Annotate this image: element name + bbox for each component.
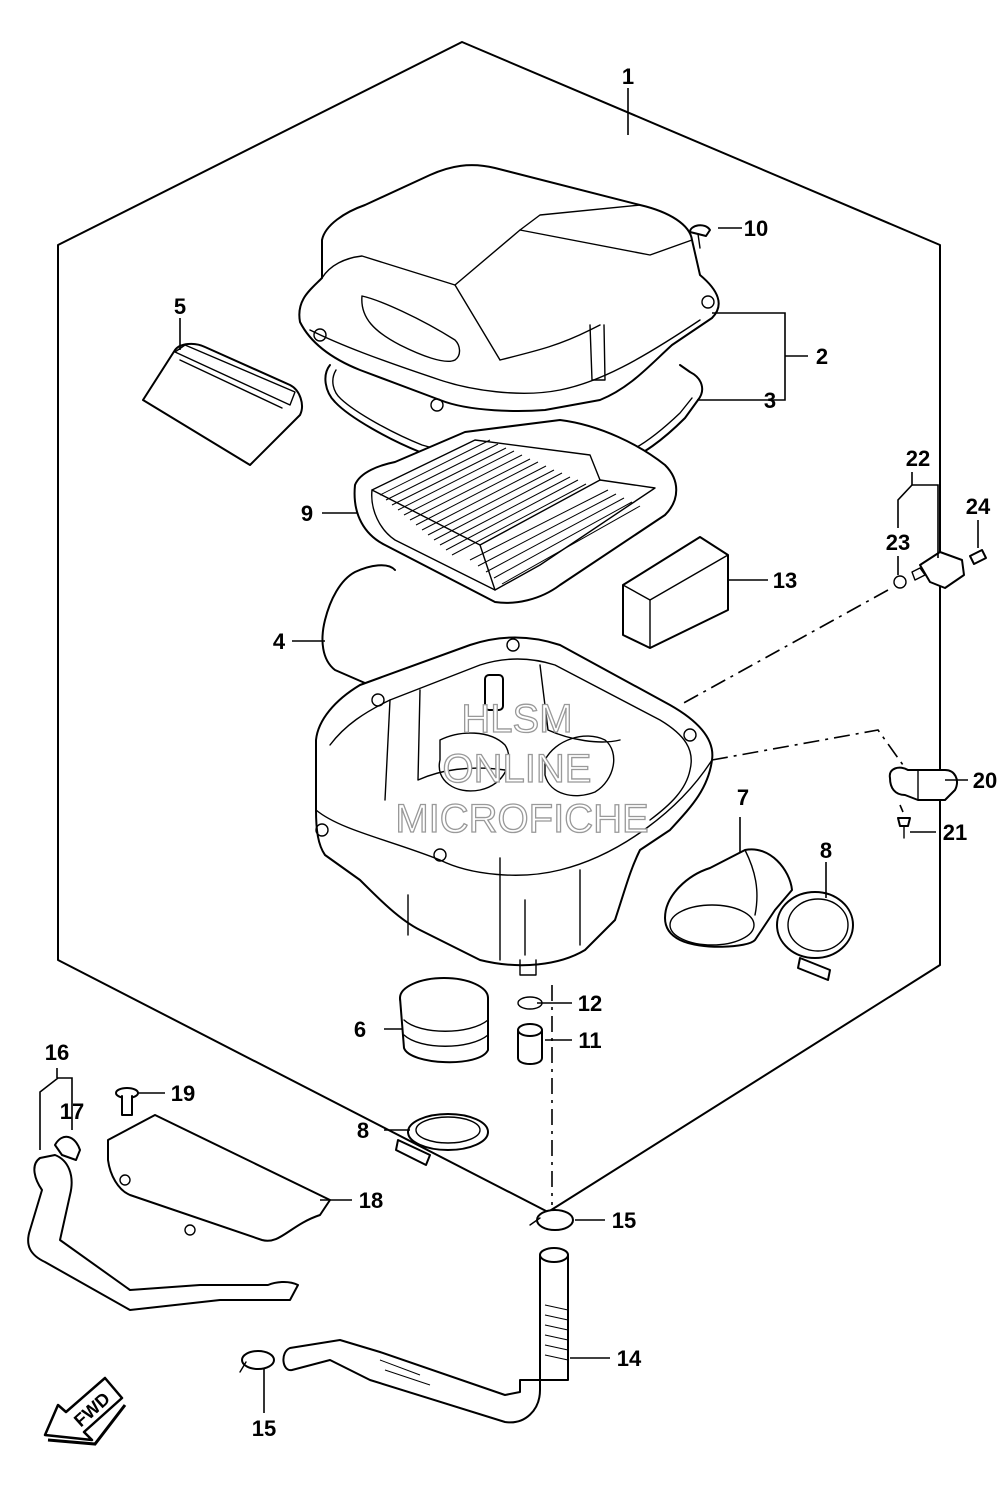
callout-8-lower[interactable]: 8 xyxy=(357,1118,369,1143)
callout-16[interactable]: 16 xyxy=(45,1040,69,1065)
drain-cap xyxy=(517,1023,543,1065)
hose-clip-upper xyxy=(529,1209,574,1231)
dash-line-screw xyxy=(899,804,904,813)
watermark-line3: MICROFICHE xyxy=(395,797,648,841)
air-filter-element xyxy=(353,419,678,604)
dash-line-pressure xyxy=(711,729,904,766)
callout-14[interactable]: 14 xyxy=(617,1346,642,1371)
callout-24[interactable]: 24 xyxy=(966,494,991,519)
cap-screw xyxy=(689,224,711,249)
drain-hose xyxy=(282,1247,569,1424)
fwd-arrow-icon xyxy=(43,1376,124,1442)
callout-17[interactable]: 17 xyxy=(60,1099,84,1124)
air-cleaner-cap xyxy=(298,164,720,412)
watermark: HLSM ONLINE MICROFICHE xyxy=(395,696,650,841)
callout-22[interactable]: 22 xyxy=(906,446,930,471)
sensor-mount-screw xyxy=(897,817,911,839)
air-cleaner-case xyxy=(315,636,714,976)
hose-clamp-upper xyxy=(776,891,854,981)
callout-18[interactable]: 18 xyxy=(359,1188,383,1213)
hose-clip-lower xyxy=(239,1350,275,1373)
watermark-line1: HLSM xyxy=(461,697,572,741)
callout-13[interactable]: 13 xyxy=(773,568,797,593)
sensor-o-ring xyxy=(893,575,907,589)
callout-9[interactable]: 9 xyxy=(301,501,313,526)
callout-15-upper[interactable]: 15 xyxy=(612,1208,636,1233)
callout-labels: 1 2 3 4 5 6 7 8 8 9 10 11 12 13 14 15 15… xyxy=(45,64,997,1441)
callout-2[interactable]: 2 xyxy=(816,344,828,369)
tube-bracket xyxy=(54,1135,81,1161)
callout-4[interactable]: 4 xyxy=(273,629,286,654)
callout-11[interactable]: 11 xyxy=(578,1028,601,1053)
callout-1[interactable]: 1 xyxy=(622,64,634,89)
callout-23[interactable]: 23 xyxy=(886,530,910,555)
fwd-direction-marker: FWD xyxy=(43,1376,127,1446)
intake-temp-sensor xyxy=(911,551,965,589)
callout-6[interactable]: 6 xyxy=(354,1017,366,1042)
drain-tube xyxy=(27,1154,299,1311)
callout-19[interactable]: 19 xyxy=(171,1081,195,1106)
outlet-boot xyxy=(399,977,489,1064)
intake-pressure-sensor xyxy=(888,766,958,801)
watermark-line2: ONLINE xyxy=(443,747,592,791)
callout-7[interactable]: 7 xyxy=(737,785,749,810)
push-rivet xyxy=(115,1087,139,1116)
callout-20[interactable]: 20 xyxy=(973,768,997,793)
inlet-duct xyxy=(142,342,303,466)
dash-line-sensor xyxy=(679,589,889,706)
leader-lines xyxy=(39,88,979,1413)
hose-clamp-lower xyxy=(395,1113,489,1166)
callout-3[interactable]: 3 xyxy=(764,388,776,413)
elbow-duct xyxy=(664,848,793,948)
filter-pleats xyxy=(379,439,641,585)
callout-10[interactable]: 10 xyxy=(744,216,768,241)
sponge-block xyxy=(622,536,729,649)
callout-21[interactable]: 21 xyxy=(943,820,967,845)
callout-12[interactable]: 12 xyxy=(578,991,602,1016)
callout-8-upper[interactable]: 8 xyxy=(820,838,832,863)
sensor-screw xyxy=(969,549,987,565)
callout-5[interactable]: 5 xyxy=(174,294,186,319)
cover-plate xyxy=(107,1114,331,1242)
callout-15-lower[interactable]: 15 xyxy=(252,1416,276,1441)
